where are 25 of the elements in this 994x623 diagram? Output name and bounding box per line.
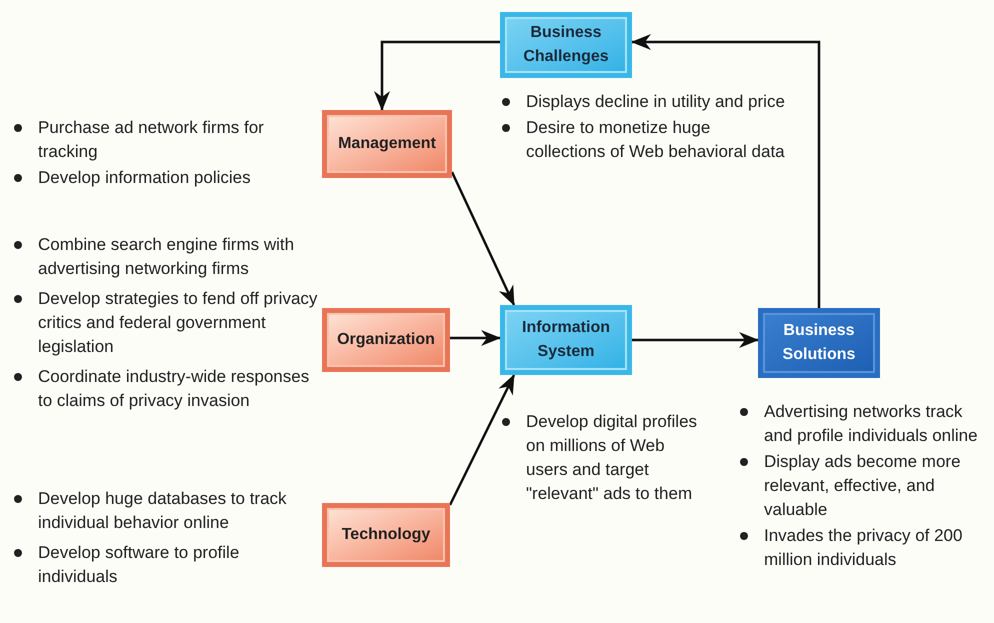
process-box: Business Challenges (500, 12, 632, 78)
process-box: Organization (322, 308, 450, 372)
bullet-text: Develop software to profile individuals (38, 542, 240, 588)
bullet-text: Invades the privacy of 200 million individuals (764, 525, 964, 571)
bullet-text: Desire to monetize huge collections of Web behavioral data (526, 117, 786, 163)
arrow (450, 330, 501, 346)
process-box: Technology (322, 503, 450, 567)
bullet-text: Display ads become more relevant, effective, and valuable (764, 451, 962, 521)
arrow (374, 40, 500, 111)
bullet-text: Displays decline in utility and price (526, 91, 785, 113)
bullet-text: Combine search engine firms with advertising networking firms (38, 234, 296, 280)
bullet-text: Coordinate industry-wide responses to claims of privacy invasion (38, 366, 310, 412)
bullet-text: Advertising networks track and profile individuals online (764, 401, 979, 447)
arrow (450, 171, 516, 306)
bullet-text: Develop digital profiles on millions of Web users and target "relevant" ads to them (526, 411, 698, 505)
bullet-text: Purchase ad network firms for tracking (38, 117, 265, 163)
arrow (448, 374, 516, 506)
bullet-text: Develop information policies (38, 167, 251, 189)
process-box: Information System (500, 305, 632, 375)
process-box: Management (322, 110, 452, 178)
process-box: Business Solutions (758, 308, 880, 378)
arrow (632, 332, 759, 348)
bullet-text: Develop strategies to fend off privacy critics and federal government legislation (38, 288, 318, 358)
arrow (631, 34, 820, 308)
bullet-text: Develop huge databases to track individual behavior online (38, 488, 288, 534)
